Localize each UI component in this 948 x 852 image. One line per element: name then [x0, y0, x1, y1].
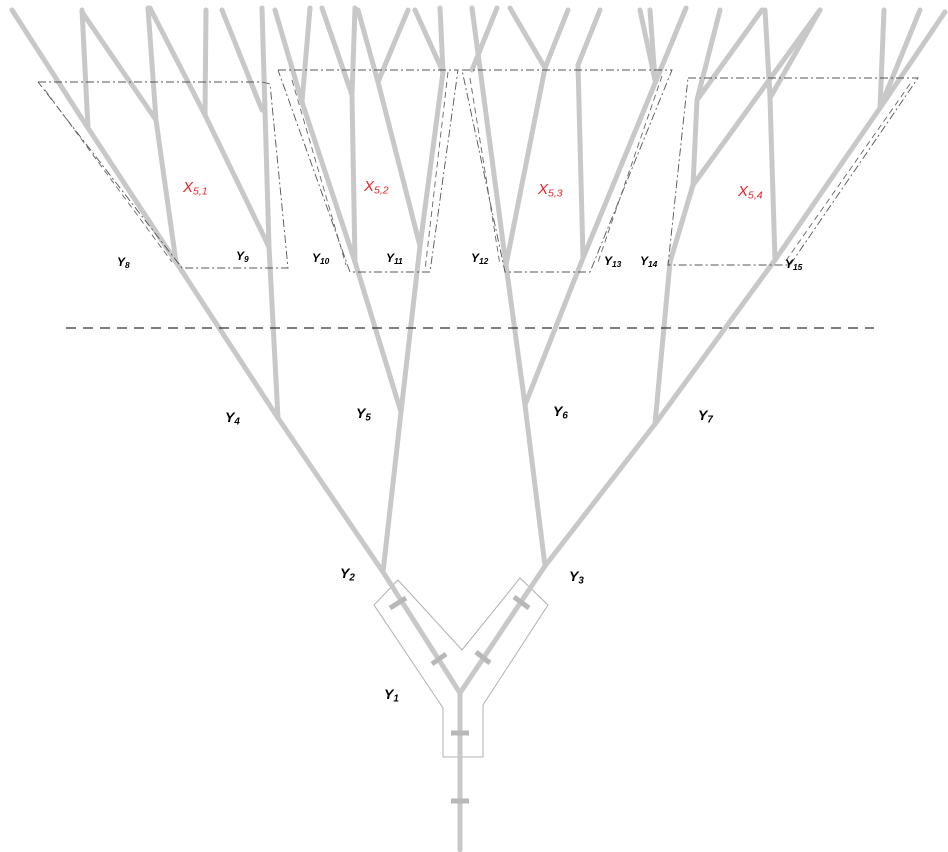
junction-outline — [373, 577, 549, 758]
branch-y5 — [380, 409, 404, 575]
region-label-x54: X5,4 — [738, 183, 763, 202]
label-y14: Y14 — [640, 254, 658, 270]
tick-marks — [388, 594, 531, 804]
branch-y13 — [522, 255, 586, 408]
label-y3: Y3 — [569, 568, 584, 587]
branch-y7 — [542, 421, 658, 569]
label-y1: Y1 — [384, 686, 399, 705]
label-y4: Y4 — [225, 409, 240, 428]
branch-y11 — [398, 243, 423, 415]
label-y12: Y12 — [471, 251, 489, 267]
region-outlines — [37, 69, 919, 273]
branch-y9 — [266, 244, 281, 421]
branch-y2 — [380, 569, 463, 696]
region-label-x52: X5,2 — [364, 178, 389, 197]
label-y15: Y15 — [785, 257, 803, 273]
label-y11: Y11 — [386, 251, 403, 267]
subtree-x53 — [469, 5, 689, 268]
branch-y10 — [352, 259, 404, 415]
label-y13: Y13 — [604, 254, 622, 270]
branch-y4 — [275, 415, 386, 575]
branch-y15 — [652, 257, 778, 427]
branch-y8 — [173, 259, 281, 421]
label-y2: Y2 — [340, 565, 355, 584]
label-y9: Y9 — [236, 249, 249, 265]
branch-y3 — [457, 563, 548, 696]
label-y7: Y7 — [698, 407, 713, 426]
subtree-x54 — [667, 7, 948, 265]
branch-y12 — [503, 262, 528, 408]
branch-y14 — [652, 259, 673, 427]
label-y5: Y5 — [356, 405, 371, 424]
label-y8: Y8 — [117, 255, 130, 271]
subtree-x52 — [272, 5, 446, 265]
region-label-x51: X5,1 — [183, 179, 208, 198]
label-y10: Y10 — [312, 251, 330, 267]
subtree-x51 — [9, 5, 272, 265]
branch-y6 — [522, 402, 548, 569]
label-y6: Y6 — [553, 403, 568, 422]
region-label-x53: X5,3 — [538, 181, 563, 200]
